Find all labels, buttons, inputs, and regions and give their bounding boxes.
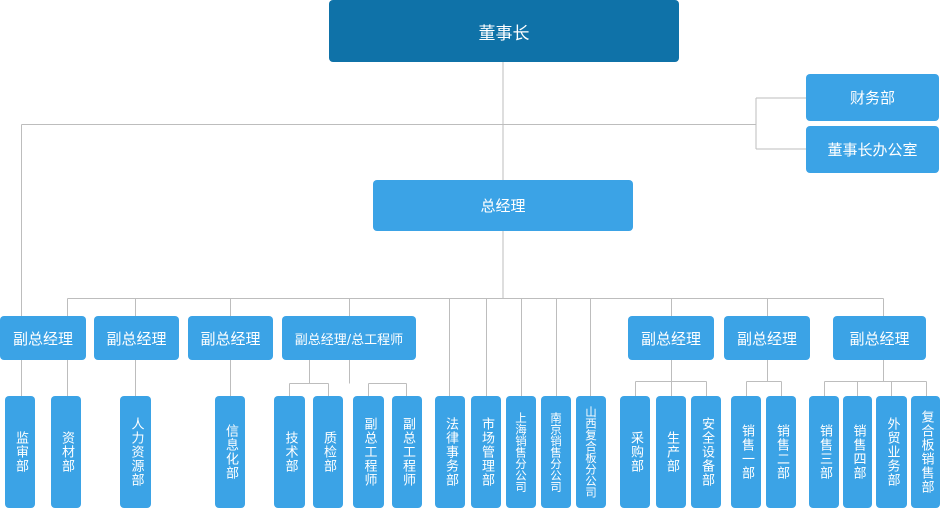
dept-box: 质检部 (313, 396, 343, 508)
dept-box: 监审部 (5, 396, 35, 508)
dept-box: 副总工程师 (392, 396, 422, 508)
dept-box: 安全设备部 (691, 396, 721, 508)
finance-box: 财务部 (806, 74, 939, 121)
connector-line (635, 360, 707, 396)
chairman-office-box: 董事长办公室 (806, 126, 939, 173)
connector-line (746, 360, 782, 396)
vp-chief-engineer-box: 副总经理/总工程师 (282, 316, 416, 360)
dept-box: 技术部 (274, 396, 305, 508)
dept-box: 生产部 (656, 396, 686, 508)
connector-line (755, 97, 806, 150)
vp-box: 副总经理 (0, 316, 86, 360)
dept-box: 资材部 (51, 396, 81, 508)
connector-line (21, 124, 756, 316)
dept-box: 复合板销售部 (911, 396, 940, 508)
dept-box: 销售四部 (843, 396, 872, 508)
dept-box: 销售一部 (731, 396, 761, 508)
general-manager-box: 总经理 (373, 180, 633, 231)
connector-line (21, 360, 68, 396)
vp-box: 副总经理 (724, 316, 810, 360)
branch-office-box: 山西复合板分公司 (576, 396, 606, 508)
dept-box: 法律事务部 (435, 396, 465, 508)
dept-box: 销售三部 (809, 396, 839, 508)
branch-office-box: 上海销售分公司 (506, 396, 536, 508)
chairman-box: 董事长 (329, 0, 679, 62)
dept-box: 采购部 (620, 396, 650, 508)
connector-line (289, 360, 407, 396)
dept-box: 副总工程师 (353, 396, 384, 508)
branch-office-box: 南京销售分公司 (541, 396, 571, 508)
connector-line (824, 360, 927, 396)
dept-box: 销售二部 (766, 396, 796, 508)
dept-box: 市场管理部 (471, 396, 501, 508)
dept-box: 人力资源部 (120, 396, 151, 508)
vp-box: 副总经理 (188, 316, 273, 360)
dept-box: 外贸业务部 (876, 396, 907, 508)
vp-box: 副总经理 (94, 316, 179, 360)
vp-box: 副总经理 (833, 316, 926, 360)
dept-box: 信息化部 (215, 396, 245, 508)
vp-box: 副总经理 (628, 316, 714, 360)
connector-line (67, 298, 884, 396)
